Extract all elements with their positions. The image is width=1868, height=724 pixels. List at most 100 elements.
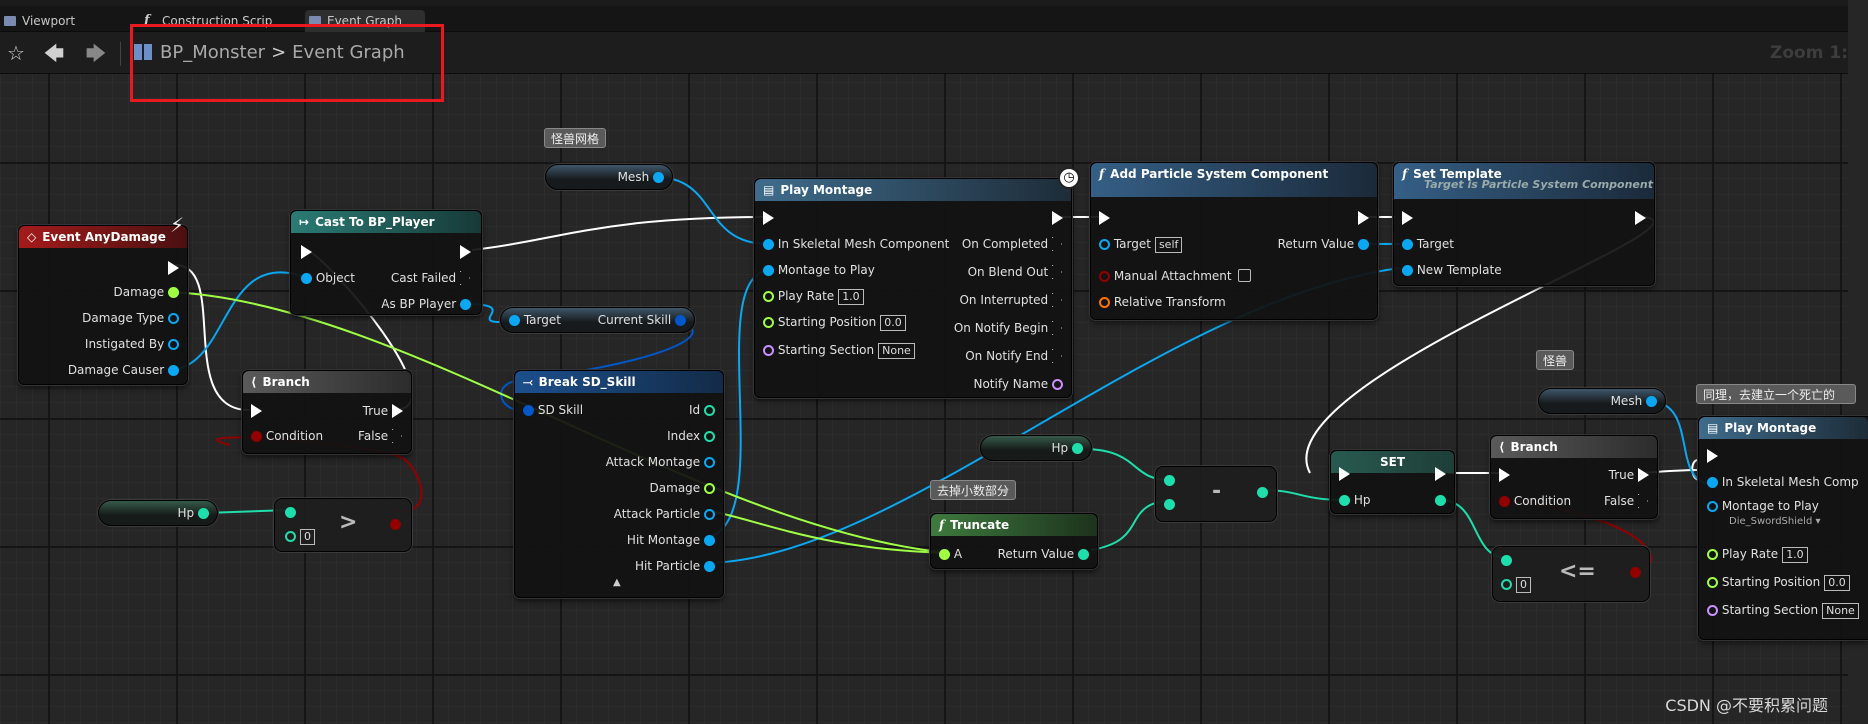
hit-particle-pin[interactable]: Hit Particle: [635, 557, 715, 575]
exec-in-pin[interactable]: [1499, 466, 1510, 484]
exec-out-pin[interactable]: [1435, 465, 1446, 483]
comment-bubble[interactable]: 怪兽网格▪: [544, 128, 607, 148]
attack-particle-pin[interactable]: Attack Particle: [614, 505, 715, 523]
target-pin[interactable]: Target: [1402, 235, 1454, 253]
b-input-pin[interactable]: 0: [1501, 575, 1531, 593]
object-pin[interactable]: Object: [301, 269, 355, 287]
starting-section-field[interactable]: None: [878, 343, 915, 359]
mesh-variable-get[interactable]: Mesh: [545, 164, 673, 190]
hp-output-pin[interactable]: [1435, 491, 1446, 509]
instigated-by-pin[interactable]: Instigated By: [85, 335, 179, 353]
new-template-pin[interactable]: New Template: [1402, 261, 1502, 279]
collapse-arrow-icon[interactable]: ▲: [613, 577, 621, 588]
condition-pin[interactable]: Condition: [251, 427, 323, 445]
notify-name-pin[interactable]: Notify Name: [973, 375, 1063, 393]
sd-skill-pin[interactable]: SD Skill: [523, 401, 583, 419]
starting-section-field[interactable]: None: [1822, 603, 1859, 619]
forward-arrow-icon[interactable]: 🡆: [85, 41, 107, 65]
mesh-variable-get[interactable]: Mesh: [1538, 388, 1666, 414]
starting-position-field[interactable]: 0.0: [1824, 575, 1850, 591]
skeletal-mesh-pin[interactable]: In Skeletal Mesh Component: [763, 235, 949, 253]
relative-transform-pin[interactable]: Relative Transform: [1099, 293, 1226, 311]
exec-in-pin[interactable]: [1707, 447, 1718, 465]
exec-in-pin[interactable]: [251, 402, 262, 420]
exec-in-pin[interactable]: [1339, 465, 1350, 483]
comment-bubble[interactable]: 怪兽▪: [1536, 350, 1575, 370]
b-input-pin[interactable]: [1164, 495, 1175, 513]
condition-pin[interactable]: Condition: [1499, 492, 1571, 510]
play-rate-field[interactable]: 1.0: [838, 289, 864, 305]
exec-out-pin[interactable]: [1635, 209, 1646, 227]
exec-in-pin[interactable]: [1402, 209, 1413, 227]
hp-input-pin[interactable]: Hp: [1339, 491, 1370, 509]
hit-montage-pin[interactable]: Hit Montage: [627, 531, 715, 549]
false-pin[interactable]: False: [1604, 492, 1649, 510]
comment-bubble[interactable]: 去掉小数部分▪: [930, 480, 1017, 500]
exec-in-pin[interactable]: [1099, 209, 1110, 227]
break-sd-skill-node[interactable]: ⤙Break SD_Skill SD Skill Id Index Attack…: [514, 370, 724, 598]
manual-attachment-pin[interactable]: Manual Attachment: [1099, 267, 1251, 285]
cast-to-bp-player-node[interactable]: ↦Cast To BP_Player Object Cast Failed As…: [290, 210, 482, 315]
result-pin[interactable]: [390, 515, 401, 533]
play-montage-node[interactable]: ▤Play Montage In Skeletal Mesh Component…: [754, 178, 1072, 398]
on-blend-out-pin[interactable]: On Blend Out: [968, 263, 1063, 281]
comment-bubble[interactable]: 同理，去建立一个死亡的: [1696, 384, 1856, 404]
a-input-pin[interactable]: [285, 503, 296, 521]
play-montage-node[interactable]: ▤Play Montage In Skeletal Mesh Comp Mont…: [1698, 416, 1868, 640]
subtract-node[interactable]: -: [1155, 466, 1277, 522]
on-completed-pin[interactable]: On Completed: [962, 235, 1063, 253]
damage-out-pin[interactable]: Damage: [650, 479, 715, 497]
manual-attachment-checkbox[interactable]: [1237, 269, 1251, 282]
damage-type-pin[interactable]: Damage Type: [82, 309, 179, 327]
back-arrow-icon[interactable]: 🡄: [43, 41, 65, 65]
montage-to-play-pin[interactable]: Montage to Play: [763, 261, 875, 279]
breadcrumb-graph[interactable]: Event Graph: [292, 42, 405, 63]
result-pin[interactable]: [1630, 563, 1641, 581]
starting-position-field[interactable]: 0.0: [880, 315, 906, 331]
exec-in-pin[interactable]: [763, 209, 774, 227]
exec-in-pin[interactable]: [301, 243, 312, 261]
return-value-pin[interactable]: Return Value: [998, 545, 1089, 563]
damage-causer-pin[interactable]: Damage Causer: [68, 361, 179, 379]
true-pin[interactable]: True: [1609, 466, 1649, 484]
branch-node[interactable]: ⟨Branch True Condition False: [1490, 435, 1658, 519]
set-hp-node[interactable]: SET Hp: [1330, 450, 1455, 514]
on-notify-end-pin[interactable]: On Notify End: [965, 347, 1063, 365]
montage-to-play-pin[interactable]: Montage to Play: [1707, 497, 1819, 515]
b-value-field[interactable]: 0: [1516, 577, 1531, 593]
get-current-skill-node[interactable]: Target Current Skill: [500, 307, 695, 333]
breadcrumb-blueprint[interactable]: BP_Monster: [160, 42, 266, 63]
montage-asset-dropdown[interactable]: Die_SwordShield ▾: [1729, 516, 1821, 527]
a-input-pin[interactable]: [1164, 471, 1175, 489]
event-any-damage-node[interactable]: ◇Event AnyDamage Damage Damage Type Inst…: [18, 225, 188, 385]
play-rate-field[interactable]: 1.0: [1782, 547, 1808, 563]
less-equal-node[interactable]: 0 <=: [1492, 546, 1650, 602]
id-pin[interactable]: Id: [689, 401, 715, 419]
exec-out-pin[interactable]: [1052, 209, 1063, 227]
cast-failed-pin[interactable]: Cast Failed: [391, 269, 471, 287]
hp-variable-get[interactable]: Hp: [98, 500, 218, 526]
exec-out-pin[interactable]: [168, 259, 179, 277]
a-input-pin[interactable]: [1501, 551, 1512, 569]
tab-viewport[interactable]: Viewport: [0, 10, 120, 32]
on-interrupted-pin[interactable]: On Interrupted: [959, 291, 1063, 309]
true-pin[interactable]: True: [363, 402, 403, 420]
damage-pin[interactable]: Damage: [114, 283, 179, 301]
b-value-field[interactable]: 0: [300, 529, 315, 545]
exec-out-pin[interactable]: [460, 243, 471, 261]
return-value-pin[interactable]: Return Value: [1278, 235, 1369, 253]
skeletal-mesh-pin[interactable]: In Skeletal Mesh Comp: [1707, 473, 1859, 491]
a-input-pin[interactable]: A: [939, 545, 962, 563]
hp-variable-get[interactable]: Hp: [980, 435, 1092, 461]
attack-montage-pin[interactable]: Attack Montage: [606, 453, 715, 471]
